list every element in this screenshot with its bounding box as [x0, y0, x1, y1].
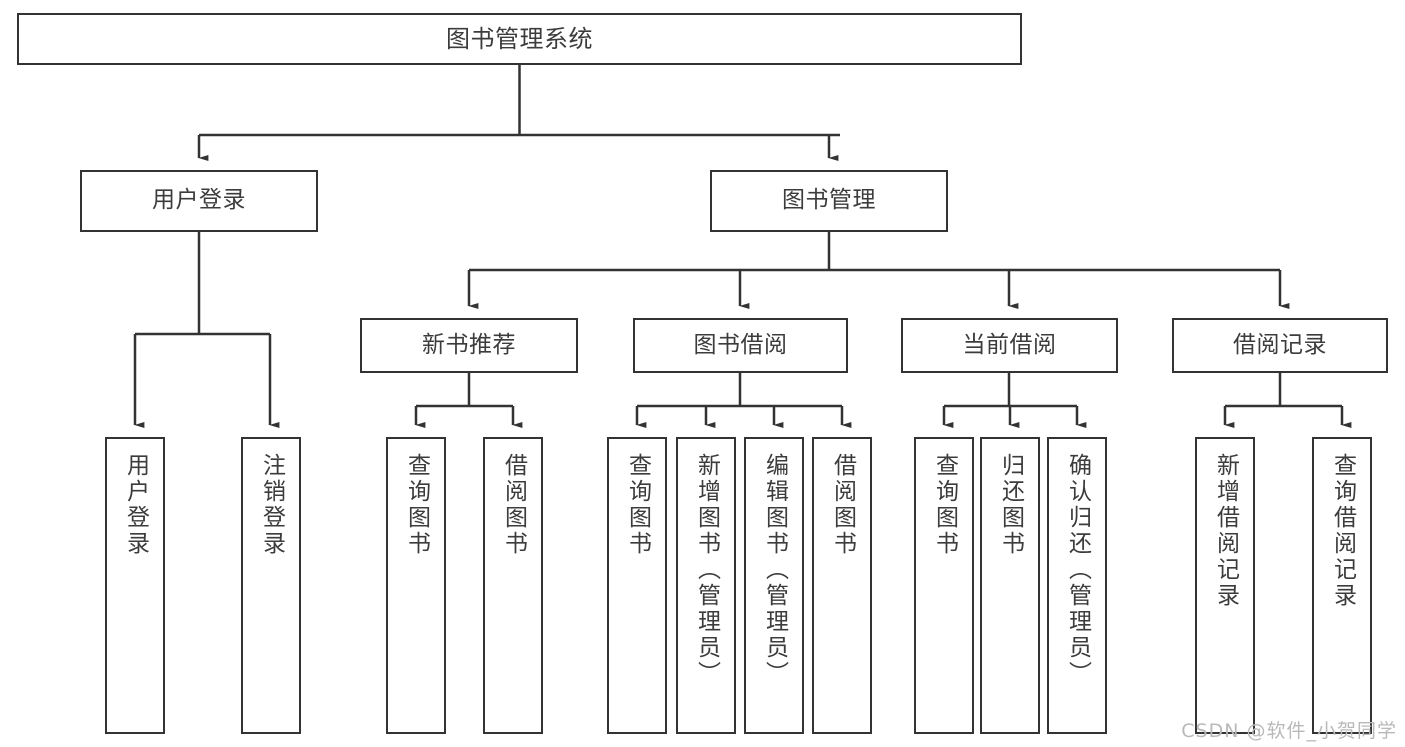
- node-root-system[interactable]: 图书管理系统: [17, 13, 1022, 65]
- node-label: 图书管理: [782, 187, 876, 214]
- leaf-borrow-record-search[interactable]: 查询借阅记录: [1312, 437, 1372, 734]
- leaf-new-book-borrow[interactable]: 借阅图书: [483, 437, 543, 734]
- node-label: 查询图书: [624, 453, 651, 557]
- node-current-borrow[interactable]: 当前借阅: [901, 318, 1118, 373]
- node-label: 查询图书: [931, 453, 958, 557]
- node-label: 图书借阅: [693, 331, 788, 358]
- node-label: 借阅记录: [1233, 331, 1327, 358]
- node-label: 用户登录: [152, 187, 246, 214]
- node-new-book-recommend[interactable]: 新书推荐: [360, 318, 578, 373]
- node-book-management[interactable]: 图书管理: [710, 170, 948, 232]
- node-user-login[interactable]: 用户登录: [80, 170, 318, 232]
- leaf-user-login-logout[interactable]: 注销登录: [241, 437, 301, 734]
- leaf-user-login-login[interactable]: 用户登录: [105, 437, 165, 734]
- node-label: 借阅图书: [500, 453, 527, 557]
- leaf-current-borrow-confirm-return[interactable]: 确认归还（管理员）: [1047, 437, 1107, 734]
- node-label: 图书管理系统: [446, 24, 593, 53]
- node-borrow-record[interactable]: 借阅记录: [1172, 318, 1388, 373]
- leaf-current-borrow-search[interactable]: 查询图书: [914, 437, 974, 734]
- node-label: 新增图书（管理员）: [693, 453, 720, 687]
- leaf-book-borrow-search[interactable]: 查询图书: [607, 437, 667, 734]
- node-label: 归还图书: [997, 453, 1024, 557]
- node-label: 新书推荐: [422, 331, 516, 358]
- leaf-borrow-record-add[interactable]: 新增借阅记录: [1195, 437, 1255, 734]
- node-label: 新增借阅记录: [1212, 453, 1239, 609]
- node-label: 查询借阅记录: [1329, 453, 1356, 609]
- node-label: 当前借阅: [962, 331, 1057, 358]
- node-label: 查询图书: [403, 453, 430, 557]
- leaf-book-borrow-borrow[interactable]: 借阅图书: [812, 437, 872, 734]
- node-label: 用户登录: [122, 453, 149, 557]
- leaf-new-book-search[interactable]: 查询图书: [386, 437, 446, 734]
- leaf-book-borrow-add[interactable]: 新增图书（管理员）: [676, 437, 736, 734]
- leaf-current-borrow-return[interactable]: 归还图书: [980, 437, 1040, 734]
- node-label: 注销登录: [258, 453, 285, 557]
- node-book-borrow[interactable]: 图书借阅: [633, 318, 848, 373]
- leaf-book-borrow-edit[interactable]: 编辑图书（管理员）: [744, 437, 804, 734]
- node-label: 借阅图书: [829, 453, 856, 557]
- node-label: 编辑图书（管理员）: [761, 453, 788, 687]
- node-label: 确认归还（管理员）: [1064, 453, 1091, 687]
